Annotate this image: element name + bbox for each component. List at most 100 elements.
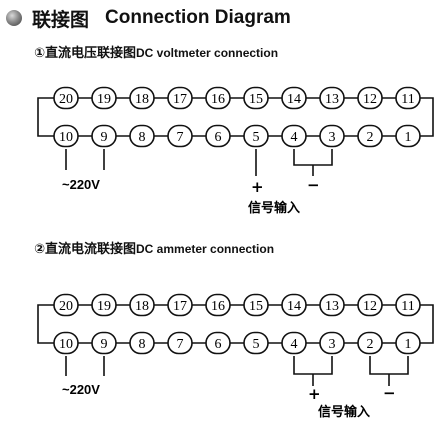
terminal-label-17: 17: [173, 299, 187, 314]
terminal-1: [395, 124, 421, 148]
terminal-label-19: 19: [97, 299, 111, 314]
terminal-label-7: 7: [177, 337, 184, 352]
terminal-20: [53, 293, 79, 317]
terminal-label-11: 11: [401, 299, 414, 314]
terminal-label-2: 2: [367, 337, 374, 352]
terminal-label-5: 5: [253, 130, 260, 145]
terminal-13: [319, 86, 345, 110]
terminal-2: [357, 124, 383, 148]
terminal-label-16: 16: [211, 92, 225, 107]
block-frame-left: [37, 97, 50, 137]
terminal-12: [357, 293, 383, 317]
section-1-title: ①直流电压联接图DC voltmeter connection: [34, 42, 278, 61]
terminal-label-20: 20: [59, 299, 73, 314]
terminal-7: [167, 124, 193, 148]
terminal-label-8: 8: [139, 130, 146, 145]
terminal-15: [243, 86, 269, 110]
terminal-8: [129, 124, 155, 148]
bullet-icon: [6, 10, 22, 26]
diagram-header: 联接图 Connection Diagram: [6, 4, 291, 32]
terminal-2: [357, 331, 383, 355]
voltage-label: ~220V: [62, 382, 100, 397]
terminal-3: [319, 124, 345, 148]
terminal-16: [205, 86, 231, 110]
ammeter-annotations: ~220V + − 信号输入: [62, 356, 409, 420]
terminal-5: [243, 331, 269, 355]
jumper-wire-2-1: [369, 356, 409, 375]
terminal-16: [205, 293, 231, 317]
terminal-9: [91, 124, 117, 148]
terminal-4: [281, 331, 307, 355]
minus-sign: −: [383, 384, 396, 402]
terminal-11: [395, 86, 421, 110]
terminal-label-5: 5: [253, 337, 260, 352]
section-2-title-cn: ②直流电流联接图: [34, 242, 137, 257]
terminal-label-4: 4: [291, 337, 298, 352]
terminal-17: [167, 293, 193, 317]
terminal-label-15: 15: [249, 92, 263, 107]
terminal-label-1: 1: [405, 337, 412, 352]
terminal-19: [91, 293, 117, 317]
header-title-en: Connection Diagram: [105, 7, 291, 28]
terminal-label-17: 17: [173, 92, 187, 107]
terminal-3: [319, 331, 345, 355]
terminal-label-20: 20: [59, 92, 73, 107]
minus-sign: −: [307, 176, 320, 194]
terminal-label-3: 3: [329, 130, 336, 145]
terminal-6: [205, 331, 231, 355]
section-2-title: ②直流电流联接图DC ammeter connection: [34, 238, 274, 257]
terminal-15: [243, 293, 269, 317]
voltmeter-annotations: ~220V + − 信号输入: [62, 149, 333, 216]
terminal-label-13: 13: [325, 299, 339, 314]
terminal-label-9: 9: [101, 130, 108, 145]
terminal-label-7: 7: [177, 130, 184, 145]
terminal-label-18: 18: [135, 299, 149, 314]
terminal-label-6: 6: [215, 337, 222, 352]
signal-input-label: 信号输入: [248, 200, 300, 216]
block-frame-right: [424, 97, 434, 137]
section-1-title-en: DC voltmeter connection: [136, 46, 279, 60]
terminal-label-2: 2: [367, 130, 374, 145]
terminal-label-13: 13: [325, 92, 339, 107]
jumper-wire-4-3: [293, 149, 333, 166]
terminal-12: [357, 86, 383, 110]
terminal-label-8: 8: [139, 337, 146, 352]
terminal-8: [129, 331, 155, 355]
terminal-4: [281, 124, 307, 148]
terminal-label-11: 11: [401, 92, 414, 107]
terminal-label-14: 14: [287, 299, 301, 314]
section-1-title-cn: ①直流电压联接图: [34, 46, 137, 61]
terminal-label-18: 18: [135, 92, 149, 107]
terminal-label-16: 16: [211, 299, 225, 314]
terminal-13: [319, 293, 345, 317]
terminal-label-12: 12: [363, 92, 377, 107]
voltage-label: ~220V: [62, 177, 100, 192]
terminal-label-4: 4: [291, 130, 298, 145]
header-title-cn: 联接图: [32, 8, 90, 31]
terminal-6: [205, 124, 231, 148]
terminal-label-10: 10: [59, 337, 73, 352]
terminal-label-19: 19: [97, 92, 111, 107]
terminal-7: [167, 331, 193, 355]
terminal-label-15: 15: [249, 299, 263, 314]
terminal-label-9: 9: [101, 337, 108, 352]
terminal-14: [281, 293, 307, 317]
block-frame-left: [37, 304, 50, 344]
terminal-1: [395, 331, 421, 355]
signal-input-label: 信号输入: [318, 404, 370, 420]
terminal-18: [129, 293, 155, 317]
terminal-17: [167, 86, 193, 110]
plus-sign: +: [308, 385, 321, 403]
terminal-label-3: 3: [329, 337, 336, 352]
terminal-18: [129, 86, 155, 110]
terminal-5: [243, 124, 269, 148]
terminal-label-6: 6: [215, 130, 222, 145]
terminal-label-1: 1: [405, 130, 412, 145]
plus-sign: +: [251, 178, 264, 196]
terminal-14: [281, 86, 307, 110]
terminal-10: [53, 124, 79, 148]
terminal-20: [53, 86, 79, 110]
